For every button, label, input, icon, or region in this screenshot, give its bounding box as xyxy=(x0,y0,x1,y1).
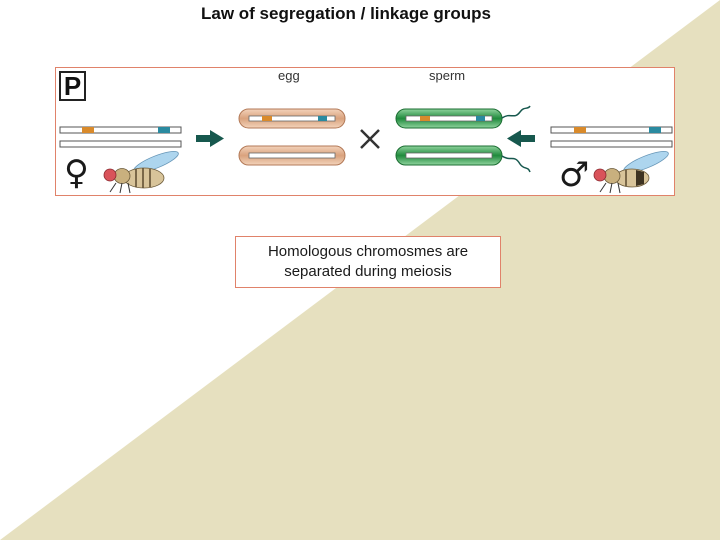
arrow-left-icon xyxy=(507,130,535,147)
page-title: Law of segregation / linkage groups xyxy=(201,4,491,23)
panel-label: P xyxy=(59,71,86,101)
caption-text: Homologous chromosmes are separated duri… xyxy=(267,243,469,280)
caption-box: Homologous chromosmes are separated duri… xyxy=(235,236,501,288)
female-fly-icon xyxy=(103,151,179,194)
figure-drawing xyxy=(59,105,673,194)
segregation-figure: P egg sperm ♀ ♂ xyxy=(55,67,675,196)
sperm-gametes xyxy=(395,105,531,173)
arrow-right-icon xyxy=(196,130,224,147)
allele-teal-marker xyxy=(158,127,170,133)
sperm-label: sperm xyxy=(429,68,466,83)
male-chromosome-pair xyxy=(550,126,673,148)
egg-label: egg xyxy=(278,68,300,83)
female-symbol-icon: ♀ xyxy=(64,153,89,193)
allele-orange-marker xyxy=(574,127,586,133)
female-chromosome-pair xyxy=(59,126,182,148)
male-symbol-icon: ♂ xyxy=(559,155,590,195)
cross-icon xyxy=(360,129,380,149)
male-fly-icon xyxy=(593,151,669,194)
egg-gametes xyxy=(238,108,346,166)
allele-teal-marker xyxy=(649,127,661,133)
allele-orange-marker xyxy=(82,127,94,133)
